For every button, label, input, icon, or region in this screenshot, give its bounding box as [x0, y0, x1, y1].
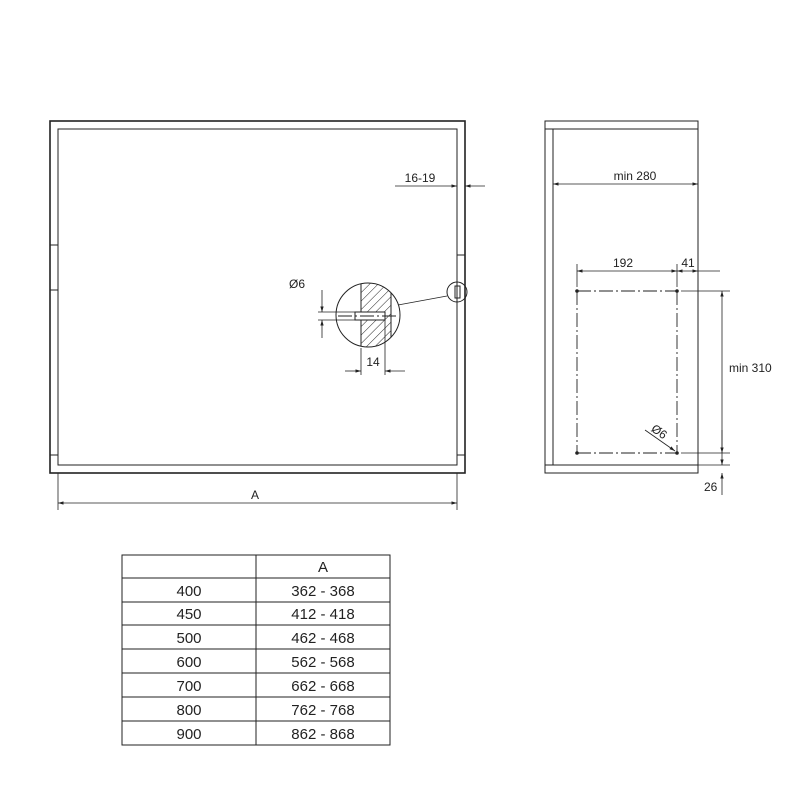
table-cell: 800	[176, 702, 201, 719]
bottom-offset-label: 26	[704, 480, 718, 494]
front-inner-frame	[57, 128, 458, 466]
table-cell: 700	[176, 678, 201, 695]
left-side-panel	[49, 244, 59, 456]
table-cell: 500	[176, 630, 201, 647]
detail-hole-label: Ø6	[289, 277, 305, 291]
edge-thickness-label: 16-19	[405, 171, 436, 185]
size-table: A 400 362 - 368 450 412 - 418 500 462 - …	[121, 554, 391, 746]
table-cell: 400	[176, 583, 201, 600]
hole-offset-label: 192	[613, 256, 633, 270]
table-cell: 562 - 568	[291, 654, 354, 671]
width-label: A	[251, 488, 259, 502]
min-depth-label: min 280	[614, 169, 657, 183]
table-cell: 662 - 668	[291, 678, 354, 695]
side-hole-label: Ø6	[649, 421, 670, 442]
table-cell: 412 - 418	[291, 606, 354, 623]
table-cell: 862 - 868	[291, 726, 354, 743]
magnified-detail: Ø6 14	[289, 277, 405, 375]
edge-offset-label: 41	[681, 256, 695, 270]
bottom-panel	[544, 464, 699, 474]
detail-marker-circle	[446, 281, 468, 303]
mount-hole	[675, 289, 679, 293]
min-height-label: min 310	[729, 361, 772, 375]
mount-hole	[575, 451, 579, 455]
table-cell: 600	[176, 654, 201, 671]
table-cell: 462 - 468	[291, 630, 354, 647]
back-panel	[544, 128, 554, 466]
front-outer-frame	[49, 120, 466, 474]
table-cell: 362 - 368	[291, 583, 354, 600]
mount-hole	[675, 451, 679, 455]
mount-hole	[575, 289, 579, 293]
table-header-cell: A	[318, 559, 328, 576]
table-cell: 450	[176, 606, 201, 623]
detail-depth-label: 14	[366, 355, 380, 369]
side-view: min 280 192 41 min 310 26 Ø6	[544, 120, 772, 495]
top-panel	[544, 120, 699, 130]
front-view: A 16-19 Ø6	[49, 120, 485, 510]
table-cell: 762 - 768	[291, 702, 354, 719]
table-cell: 900	[176, 726, 201, 743]
